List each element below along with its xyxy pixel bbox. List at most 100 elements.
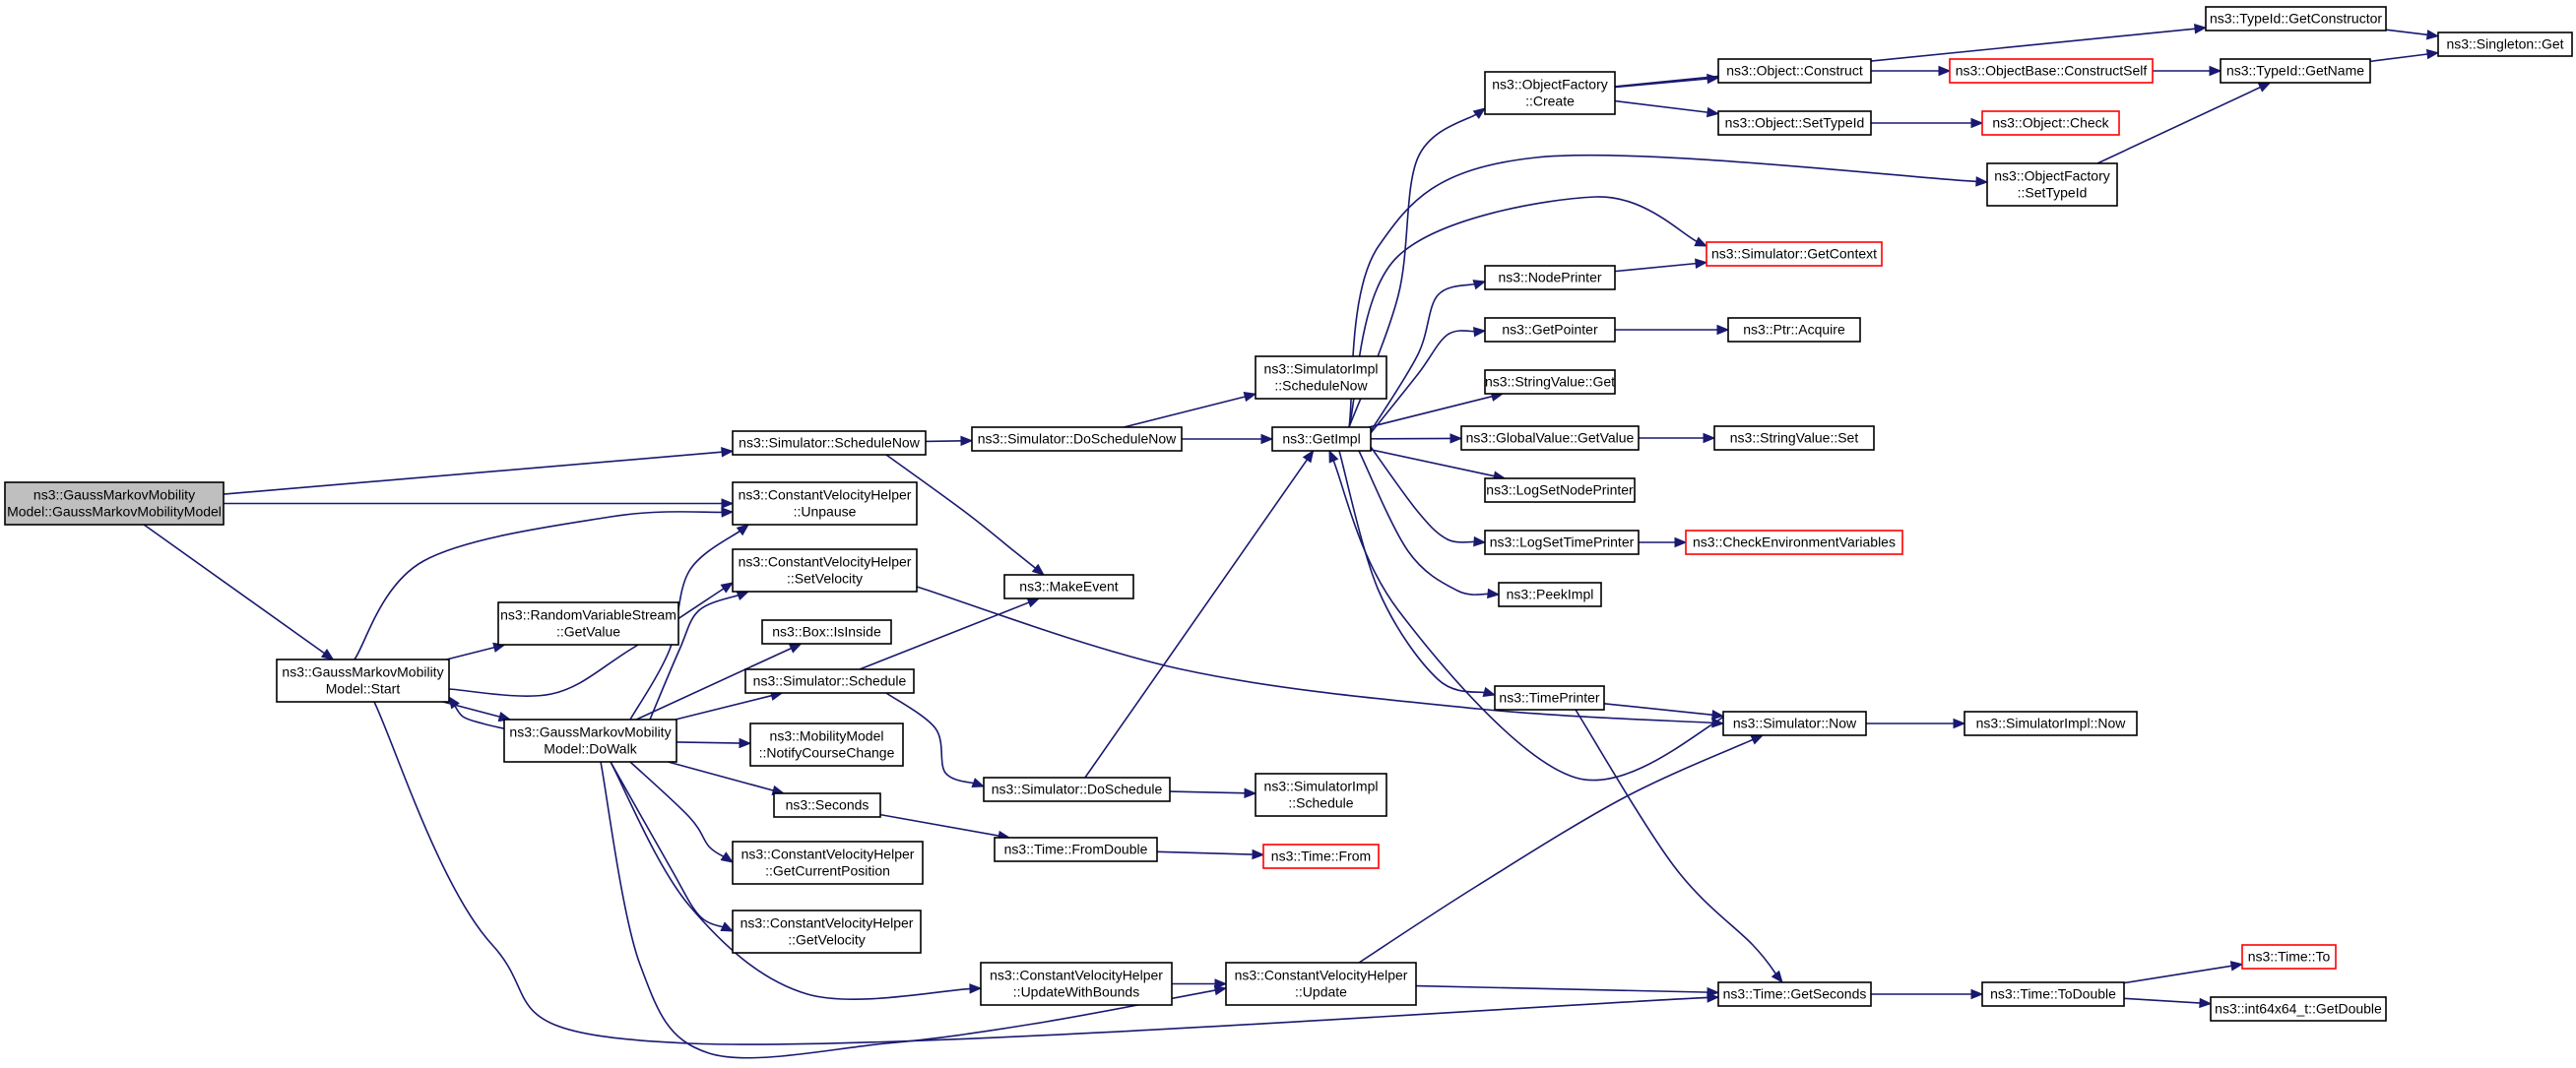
node-label: ::GetValue xyxy=(556,624,620,640)
node-getcontext[interactable]: ns3::Simulator::GetContext xyxy=(1706,241,1883,267)
edge-line xyxy=(676,741,743,744)
edge-line xyxy=(1368,395,1496,428)
node-makeevent[interactable]: ns3::MakeEvent xyxy=(1003,574,1134,599)
edge-arrowhead xyxy=(721,498,735,509)
node-label: ns3::SimulatorImpl xyxy=(1264,779,1379,794)
node-simnow[interactable]: ns3::Simulator::Now xyxy=(1722,711,1867,736)
edge-schedule-to-doschedule xyxy=(885,692,986,788)
edge-line xyxy=(1370,446,1478,543)
node-getname[interactable]: ns3::TypeId::GetName xyxy=(2220,58,2371,84)
node-label: ns3::LogSetTimePrinter xyxy=(1490,534,1635,550)
node-timefrom[interactable]: ns3::Time::From xyxy=(1262,844,1380,869)
edge-dowalk-to-updatebounds xyxy=(610,761,983,1000)
node-label: ns3::ConstantVelocityHelper xyxy=(990,968,1163,983)
node-updatebounds[interactable]: ns3::ConstantVelocityHelper::UpdateWithB… xyxy=(980,962,1173,1006)
node-label: ns3::GlobalValue::GetValue xyxy=(1466,430,1635,446)
node-nodeprinter[interactable]: ns3::NodePrinter xyxy=(1484,265,1616,290)
node-singletonget[interactable]: ns3::Singleton::Get xyxy=(2437,31,2573,57)
node-label: ns3::Seconds xyxy=(786,797,869,813)
edge-line xyxy=(610,761,974,1000)
node-update[interactable]: ns3::ConstantVelocityHelper::Update xyxy=(1225,962,1417,1006)
edge-arrowhead xyxy=(1674,536,1688,548)
edge-line xyxy=(1348,196,1701,428)
node-getimpl[interactable]: ns3::GetImpl xyxy=(1271,426,1372,452)
node-ptracquire[interactable]: ns3::Ptr::Acquire xyxy=(1727,317,1861,343)
node-getconstructor[interactable]: ns3::TypeId::GetConstructor xyxy=(2205,6,2387,31)
node-box xyxy=(2210,996,2387,1022)
edge-arrowhead xyxy=(2425,48,2440,60)
node-timeprinter[interactable]: ns3::TimePrinter xyxy=(1494,685,1605,711)
node-box xyxy=(1225,962,1417,1006)
node-rvsget[interactable]: ns3::RandomVariableStream::GetValue xyxy=(497,601,679,646)
node-strvalset[interactable]: ns3::StringValue::Set xyxy=(1713,425,1875,451)
node-ofsettypeid[interactable]: ns3::ObjectFactory::SetTypeId xyxy=(1986,162,2118,207)
node-setvel[interactable]: ns3::ConstantVelocityHelper::SetVelocity xyxy=(732,548,918,593)
node-doschedule[interactable]: ns3::Simulator::DoSchedule xyxy=(983,777,1171,802)
edge-getseconds-to-todouble xyxy=(1871,988,1984,1000)
node-logsettime[interactable]: ns3::LogSetTimePrinter xyxy=(1484,530,1640,555)
node-schedule[interactable]: ns3::Simulator::Schedule xyxy=(744,668,915,694)
node-getpointer[interactable]: ns3::GetPointer xyxy=(1484,317,1616,343)
node-unpause[interactable]: ns3::ConstantVelocityHelper::Unpause xyxy=(732,481,918,526)
edge-arrowhead xyxy=(720,921,735,932)
node-getvel[interactable]: ns3::ConstantVelocityHelper::GetVelocity xyxy=(732,910,922,954)
edge-ofcreate-to-objsettypeid xyxy=(1614,99,1720,118)
node-timeto[interactable]: ns3::Time::To xyxy=(2241,944,2337,970)
node-fromdouble[interactable]: ns3::Time::FromDouble xyxy=(994,837,1158,862)
node-simimplschednow[interactable]: ns3::SimulatorImpl::ScheduleNow xyxy=(1255,355,1387,400)
edge-todouble-to-getdouble xyxy=(2123,997,2213,1009)
edge-arrowhead xyxy=(1695,258,1708,269)
node-label: ns3::ConstantVelocityHelper xyxy=(741,915,914,931)
node-simimplnow[interactable]: ns3::SimulatorImpl::Now xyxy=(1964,711,2138,736)
node-simimplsched[interactable]: ns3::SimulatorImpl::Schedule xyxy=(1255,773,1387,817)
edge-line xyxy=(1358,737,1757,964)
node-notify[interactable]: ns3::MobilityModel::NotifyCourseChange xyxy=(749,722,904,767)
node-root[interactable]: ns3::GaussMarkovMobilityModel::GaussMark… xyxy=(4,481,225,526)
edge-line xyxy=(879,813,1002,838)
edge-getpointer-to-ptracquire xyxy=(1615,324,1730,336)
nodes-layer: ns3::GaussMarkovMobilityModel::GaussMark… xyxy=(4,6,2573,1022)
node-globalget[interactable]: ns3::GlobalValue::GetValue xyxy=(1460,425,1640,451)
node-strvalget[interactable]: ns3::StringValue::Get xyxy=(1484,369,1616,395)
node-constructself[interactable]: ns3::ObjectBase::ConstructSelf xyxy=(1949,58,2154,84)
node-schednow[interactable]: ns3::Simulator::ScheduleNow xyxy=(732,430,927,456)
edge-nodeprinter-to-getcontext xyxy=(1614,258,1708,273)
edge-line xyxy=(649,594,741,721)
edge-arrowhead xyxy=(736,591,750,600)
node-doschednow[interactable]: ns3::Simulator::DoScheduleNow xyxy=(971,426,1183,452)
edge-line xyxy=(1415,984,1711,993)
node-box xyxy=(1255,773,1387,817)
node-getcurpos[interactable]: ns3::ConstantVelocityHelper::GetCurrentP… xyxy=(732,841,924,885)
node-seconds[interactable]: ns3::Seconds xyxy=(773,792,881,818)
node-objcheck[interactable]: ns3::Object::Check xyxy=(1981,110,2120,136)
edge-arrowhead xyxy=(720,851,735,863)
edge-root-to-schednow xyxy=(223,447,735,495)
node-label: ns3::StringValue::Get xyxy=(1485,374,1615,390)
node-boxinside[interactable]: ns3::Box::IsInside xyxy=(761,619,892,645)
node-box xyxy=(732,481,918,526)
node-objconstruct[interactable]: ns3::Object::Construct xyxy=(1717,58,1872,84)
node-label: ::GetVelocity xyxy=(788,932,866,948)
node-box xyxy=(732,430,927,456)
node-box xyxy=(983,777,1171,802)
edge-arrowhead xyxy=(1970,988,1984,1000)
node-getdouble[interactable]: ns3::int64x64_t::GetDouble xyxy=(2210,996,2387,1022)
node-getseconds[interactable]: ns3::Time::GetSeconds xyxy=(1717,981,1872,1007)
edge-doschedule-to-simimplsched xyxy=(1169,787,1257,799)
node-todouble[interactable]: ns3::Time::ToDouble xyxy=(1981,981,2125,1007)
node-logsetnode[interactable]: ns3::LogSetNodePrinter xyxy=(1484,477,1636,503)
node-ofcreate[interactable]: ns3::ObjectFactory::Create xyxy=(1484,71,1616,115)
edge-arrowhead xyxy=(1771,970,1783,984)
node-start[interactable]: ns3::GaussMarkovMobilityModel::Start xyxy=(276,659,450,703)
edge-dowalk-to-notify xyxy=(676,737,752,749)
node-label: ns3::SimulatorImpl::Now xyxy=(1976,716,2127,731)
node-checkenv[interactable]: ns3::CheckEnvironmentVariables xyxy=(1685,530,1903,555)
node-peekimpl[interactable]: ns3::PeekImpl xyxy=(1498,582,1602,607)
node-label: ns3::Simulator::DoSchedule xyxy=(992,782,1163,797)
edge-update-to-getseconds xyxy=(1415,984,1720,998)
node-label: ::Schedule xyxy=(1288,795,1353,811)
node-objsettypeid[interactable]: ns3::Object::SetTypeId xyxy=(1717,110,1872,136)
node-box xyxy=(1484,71,1616,115)
node-dowalk[interactable]: ns3::GaussMarkovMobilityModel::DoWalk xyxy=(503,719,677,763)
node-label: ::Unpause xyxy=(794,504,857,520)
